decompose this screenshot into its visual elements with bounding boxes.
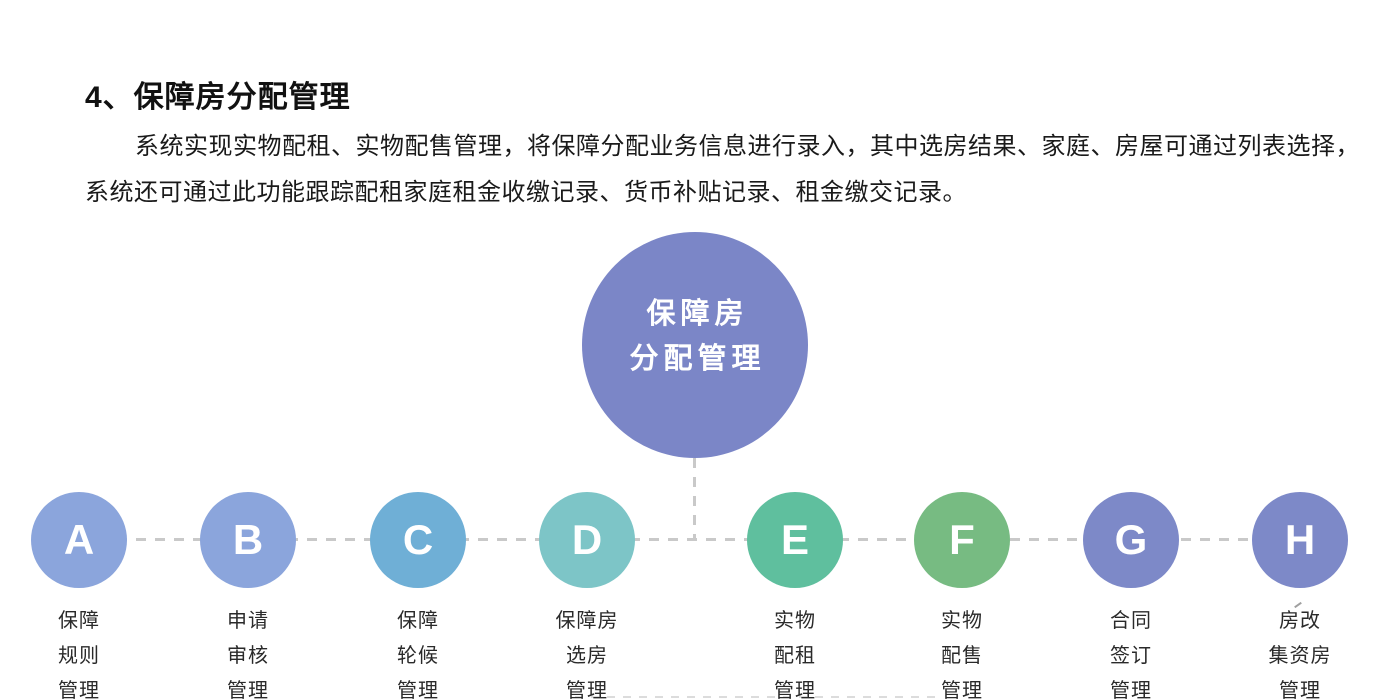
node-label-line: 管理 [1110,680,1152,700]
intro-paragraph: 系统实现实物配租、实物配售管理，将保障分配业务信息进行录入，其中选房结果、家庭、… [85,124,1360,216]
node-label-c: 保障 轮候 管理 [338,604,498,700]
node-label-line: 审核 [227,645,269,667]
center-node-circle: 保障房 分配管理 [582,232,808,458]
node-label-line: 配租 [774,645,816,667]
node-circle-d: D [539,492,635,588]
node-label-h: 房改 集资房 管理 [1220,604,1380,700]
node-circle-e: E [747,492,843,588]
intro-paragraph-line-2: 系统还可通过此功能跟踪配租家庭租金收缴记录、货币补贴记录、租金缴交记录。 [85,179,967,206]
node-label-line: 房改 [1279,610,1321,632]
node-circle-g: G [1083,492,1179,588]
node-label-g: 合同 签订 管理 [1051,604,1211,700]
node-label-line: 管理 [58,680,100,700]
node-label-e: 实物 配租 管理 [715,604,875,700]
node-label-b: 申请 审核 管理 [168,604,328,700]
node-circle-h: H [1252,492,1348,588]
node-label-line: 轮候 [397,645,439,667]
node-label-line: 规则 [58,645,100,667]
node-label-line: 保障 [58,610,100,632]
node-label-a: 保障 规则 管理 [0,604,159,700]
horizontal-dashed-connector [79,538,1301,541]
vertical-dashed-connector [693,458,696,540]
node-label-line: 实物 [941,610,983,632]
node-label-d: 保障房 选房 管理 [507,604,667,700]
center-node-label-line-2: 分配管理 [629,343,766,375]
node-label-f: 实物 配售 管理 [882,604,1042,700]
node-label-line: 管理 [566,680,608,700]
node-label-line: 配售 [941,645,983,667]
node-circle-b: B [200,492,296,588]
faint-bottom-dashed-line [575,696,940,698]
node-circle-c: C [370,492,466,588]
center-node-label-line-1: 保障房 [646,298,749,330]
node-label-line: 签订 [1110,645,1152,667]
node-circle-a: A [31,492,127,588]
node-label-line: 保障房 [555,610,619,632]
node-label-line: 管理 [941,680,983,700]
node-label-line: 管理 [1279,680,1321,700]
node-label-line: 申请 [227,610,269,632]
node-label-line: 合同 [1110,610,1152,632]
node-label-line: 集资房 [1268,645,1332,667]
node-label-line: 实物 [774,610,816,632]
node-label-line: 保障 [397,610,439,632]
intro-paragraph-line-1: 系统实现实物配租、实物配售管理，将保障分配业务信息进行录入，其中选房结果、家庭、… [135,133,1360,160]
node-circle-f: F [914,492,1010,588]
node-label-line: 管理 [774,680,816,700]
node-label-line: 管理 [397,680,439,700]
section-title: 4、保障房分配管理 [85,81,351,114]
node-label-line: 管理 [227,680,269,700]
node-label-line: 选房 [566,645,608,667]
